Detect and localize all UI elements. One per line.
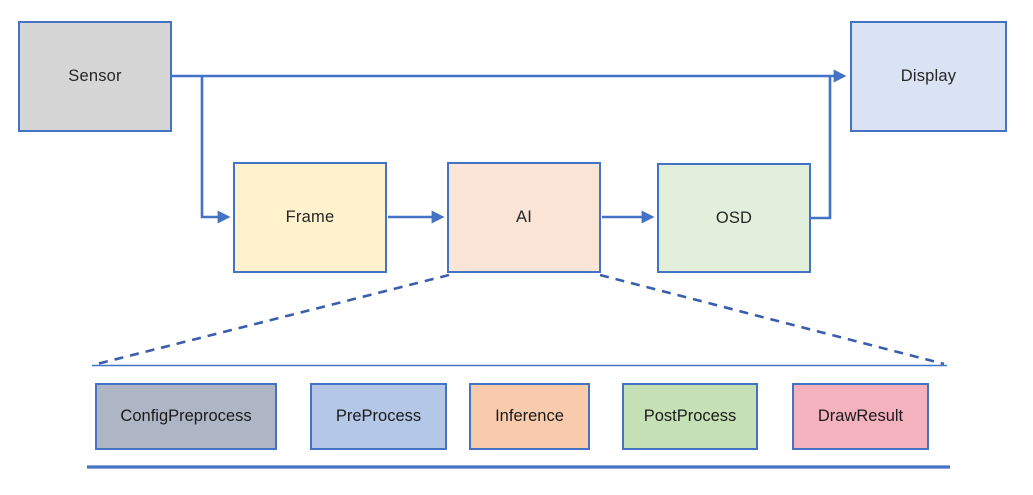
node-sensor: Sensor: [18, 21, 172, 132]
node-osd: OSD: [657, 163, 811, 273]
detail-node-inference-label: Inference: [495, 407, 564, 425]
node-sensor-label: Sensor: [68, 67, 122, 85]
dashed-expand-left: [96, 273, 450, 366]
detail-node-drawresult-label: DrawResult: [817, 407, 904, 425]
dashed-expand-right: [599, 273, 945, 366]
detail-node-configpreprocess-label: ConfigPreprocess: [120, 407, 252, 425]
connector-osd-display: [811, 76, 832, 220]
detail-node-drawresult: DrawResult: [792, 383, 929, 450]
detail-node-postprocess-label: PostProcess: [643, 407, 737, 425]
node-display: Display: [850, 21, 1007, 132]
detail-node-preprocess-label: PreProcess: [335, 407, 422, 425]
node-ai-label: AI: [516, 208, 532, 226]
node-ai: AI: [447, 162, 601, 273]
detail-node-inference: Inference: [469, 383, 590, 450]
detail-node-configpreprocess: ConfigPreprocess: [95, 383, 277, 450]
detail-node-postprocess: PostProcess: [622, 383, 758, 450]
node-osd-label: OSD: [715, 208, 753, 227]
node-display-label: Display: [900, 67, 957, 85]
detail-node-preprocess: PreProcess: [310, 383, 447, 450]
connector-sensor-frame: [200, 77, 231, 224]
node-frame-label: Frame: [285, 208, 335, 226]
node-frame: Frame: [233, 162, 387, 273]
